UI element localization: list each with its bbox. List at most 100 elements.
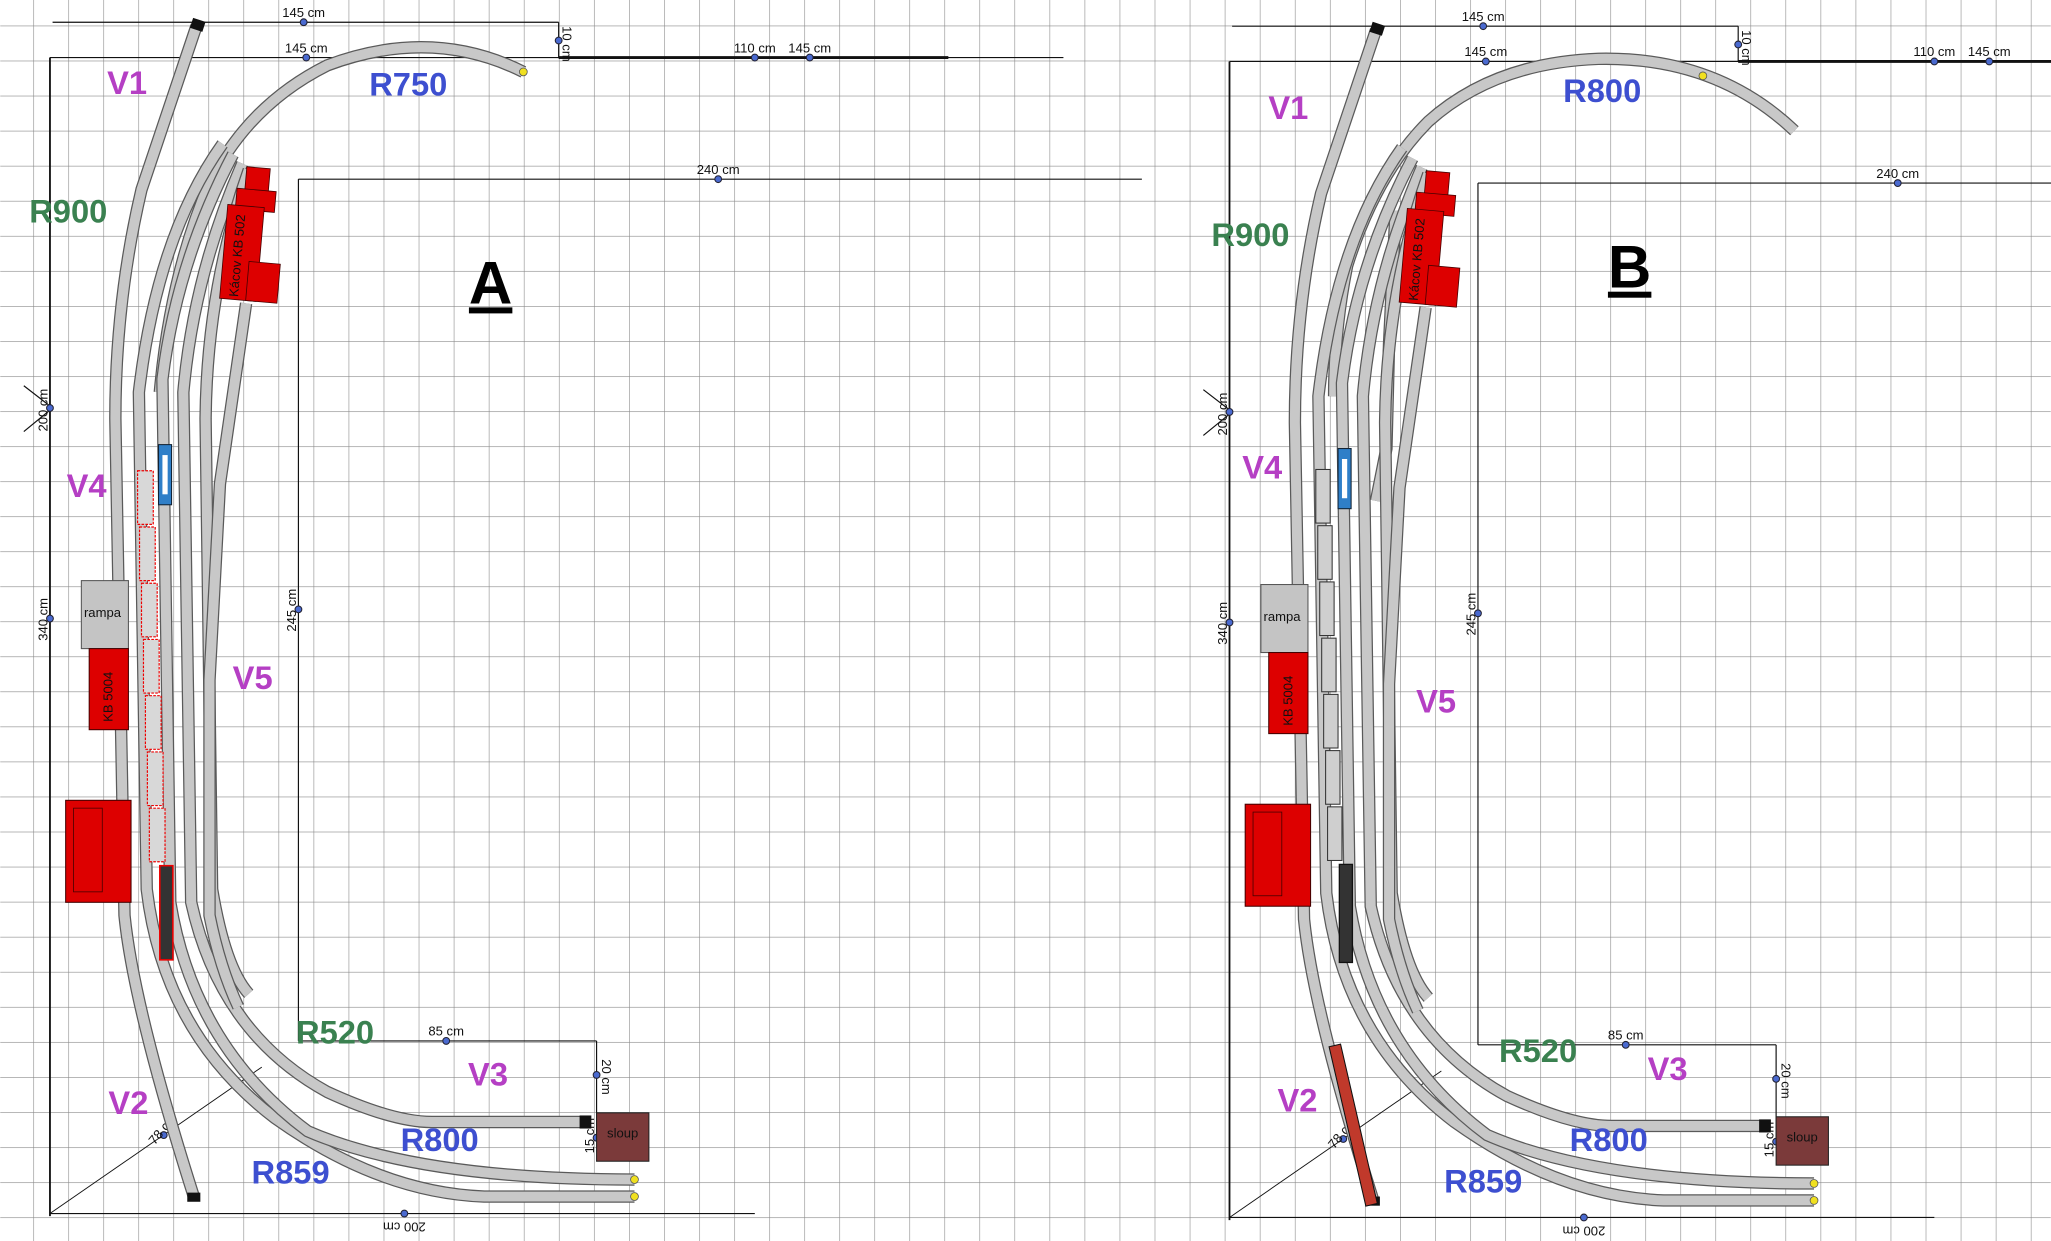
warehouse-building[interactable] bbox=[88, 648, 129, 731]
track-r859[interactable] bbox=[1312, 144, 1815, 1207]
track-bed bbox=[1313, 144, 1815, 1206]
track-bed bbox=[1384, 306, 1431, 1013]
dimension-handle[interactable] bbox=[750, 53, 759, 62]
dim-label-top-inner: 145 cm bbox=[285, 40, 328, 55]
label-r800: R800 bbox=[1570, 1121, 1648, 1158]
wagon[interactable] bbox=[1327, 806, 1343, 861]
label-v5: V5 bbox=[1416, 683, 1456, 720]
dimension-handle[interactable] bbox=[1734, 40, 1743, 49]
dimension-handle[interactable] bbox=[1893, 179, 1902, 187]
track-r800[interactable] bbox=[156, 151, 635, 1186]
locomotive-dark[interactable] bbox=[1338, 863, 1354, 964]
track-end-marker bbox=[1809, 1196, 1819, 1205]
dimension-handle[interactable] bbox=[1481, 57, 1490, 66]
wagon[interactable] bbox=[1319, 581, 1335, 637]
dim-label-left-340: 340 cm bbox=[1215, 602, 1230, 645]
dimension-handle[interactable] bbox=[554, 36, 563, 45]
track-r520-v3[interactable] bbox=[177, 160, 589, 1129]
label-v2: V2 bbox=[1278, 1082, 1318, 1119]
warehouse-label: KB 5004 bbox=[101, 672, 116, 722]
track-r800[interactable] bbox=[1335, 155, 1815, 1190]
loading-ramp[interactable] bbox=[1260, 584, 1309, 654]
label-v4: V4 bbox=[1242, 449, 1282, 486]
dim-label-inner-top: 240 cm bbox=[697, 162, 740, 177]
dim-label-inner-left: 245 cm bbox=[284, 589, 299, 632]
track-r520-v3[interactable] bbox=[1356, 164, 1769, 1133]
dim-label-right-2: 145 cm bbox=[1968, 44, 2011, 59]
dimension-handle[interactable] bbox=[805, 53, 814, 62]
wagon-highlighted[interactable] bbox=[142, 638, 160, 694]
dimension-handle[interactable] bbox=[1225, 407, 1234, 416]
dimension-handle[interactable] bbox=[1225, 618, 1234, 627]
dimension-handle[interactable] bbox=[1339, 1135, 1348, 1143]
label-v1: V1 bbox=[1268, 89, 1308, 126]
dimension-handle[interactable] bbox=[1772, 1074, 1781, 1083]
dim-label-inner-top: 240 cm bbox=[1876, 166, 1919, 181]
dimension-handle[interactable] bbox=[1985, 57, 1994, 66]
wagon-highlighted[interactable] bbox=[136, 470, 154, 525]
dim-label-right-gap: 10 cm bbox=[1739, 30, 1754, 66]
dimension-handle[interactable] bbox=[400, 1209, 409, 1218]
dim-label-top-outer: 145 cm bbox=[282, 5, 325, 20]
wagon[interactable] bbox=[1325, 750, 1341, 805]
dimension-handle[interactable] bbox=[1621, 1040, 1630, 1049]
warehouse-building[interactable] bbox=[1268, 652, 1309, 735]
wagon-red[interactable] bbox=[1328, 1043, 1378, 1207]
track-r859[interactable] bbox=[132, 140, 635, 1203]
track-station[interactable] bbox=[203, 302, 253, 1010]
diagonal-line bbox=[49, 1066, 263, 1214]
dimension-handle[interactable] bbox=[46, 614, 54, 623]
dimension-handle[interactable] bbox=[1579, 1213, 1588, 1222]
track-v1-v2[interactable] bbox=[109, 24, 203, 1199]
wagon-highlighted[interactable] bbox=[144, 695, 162, 750]
label-r859: R859 bbox=[251, 1153, 329, 1190]
wagon[interactable] bbox=[1317, 525, 1333, 580]
warehouse-label: KB 5004 bbox=[1280, 676, 1295, 726]
dimension-handle[interactable] bbox=[1930, 57, 1939, 66]
building-complex[interactable] bbox=[1244, 803, 1312, 907]
dimension-handle[interactable] bbox=[1474, 609, 1482, 618]
dim-label-bottom-inner: 85 cm bbox=[428, 1024, 464, 1039]
station-building[interactable]: Kácov KB 502 bbox=[219, 165, 289, 304]
dim-label-right-1: 110 cm bbox=[1913, 44, 1955, 59]
wagon[interactable] bbox=[1323, 693, 1339, 749]
pillar-block[interactable] bbox=[1775, 1116, 1829, 1166]
building-part bbox=[1424, 264, 1461, 308]
wagon-highlighted[interactable] bbox=[148, 807, 166, 863]
dim-label-bottom: 200 cm bbox=[383, 1220, 426, 1235]
wagon-highlighted[interactable] bbox=[146, 751, 164, 807]
track-end-marker bbox=[630, 1192, 639, 1201]
dimension-handle[interactable] bbox=[294, 605, 303, 614]
dimension-handle[interactable] bbox=[442, 1037, 451, 1045]
buffer-stop bbox=[579, 1115, 592, 1129]
wagon-highlighted[interactable] bbox=[138, 526, 156, 582]
track-bed bbox=[1336, 155, 1815, 1189]
wagon[interactable] bbox=[1315, 468, 1331, 524]
wagon-highlighted[interactable] bbox=[140, 582, 158, 638]
dimension-handle[interactable] bbox=[1479, 22, 1488, 31]
building-complex[interactable] bbox=[65, 799, 132, 903]
dimension-handle[interactable] bbox=[714, 175, 723, 184]
track-end-marker bbox=[519, 67, 528, 77]
dimension-handle[interactable] bbox=[302, 53, 311, 62]
pillar-label: sloup bbox=[1787, 1130, 1818, 1145]
building-part bbox=[245, 261, 281, 304]
station-label: Kácov KB 502 bbox=[1406, 218, 1428, 302]
dimension-handle[interactable] bbox=[592, 1071, 601, 1079]
station-label: Kácov KB 502 bbox=[226, 214, 248, 298]
label-r520: R520 bbox=[1499, 1032, 1577, 1069]
dim-label-left-200: 200 cm bbox=[1215, 393, 1230, 436]
dimension-handle[interactable] bbox=[159, 1131, 168, 1140]
wagon[interactable] bbox=[1321, 637, 1337, 693]
locomotive-dark[interactable] bbox=[159, 864, 174, 961]
station-building[interactable]: Kácov KB 502 bbox=[1398, 169, 1468, 308]
track-station[interactable] bbox=[1382, 306, 1432, 1014]
dim-label-left-200: 200 cm bbox=[35, 389, 50, 432]
pillar-block[interactable] bbox=[596, 1112, 650, 1162]
label-r900: R900 bbox=[1211, 216, 1289, 253]
loading-ramp[interactable] bbox=[80, 580, 129, 650]
dimension-handle[interactable] bbox=[299, 18, 308, 27]
dimension-handle[interactable] bbox=[46, 404, 54, 412]
